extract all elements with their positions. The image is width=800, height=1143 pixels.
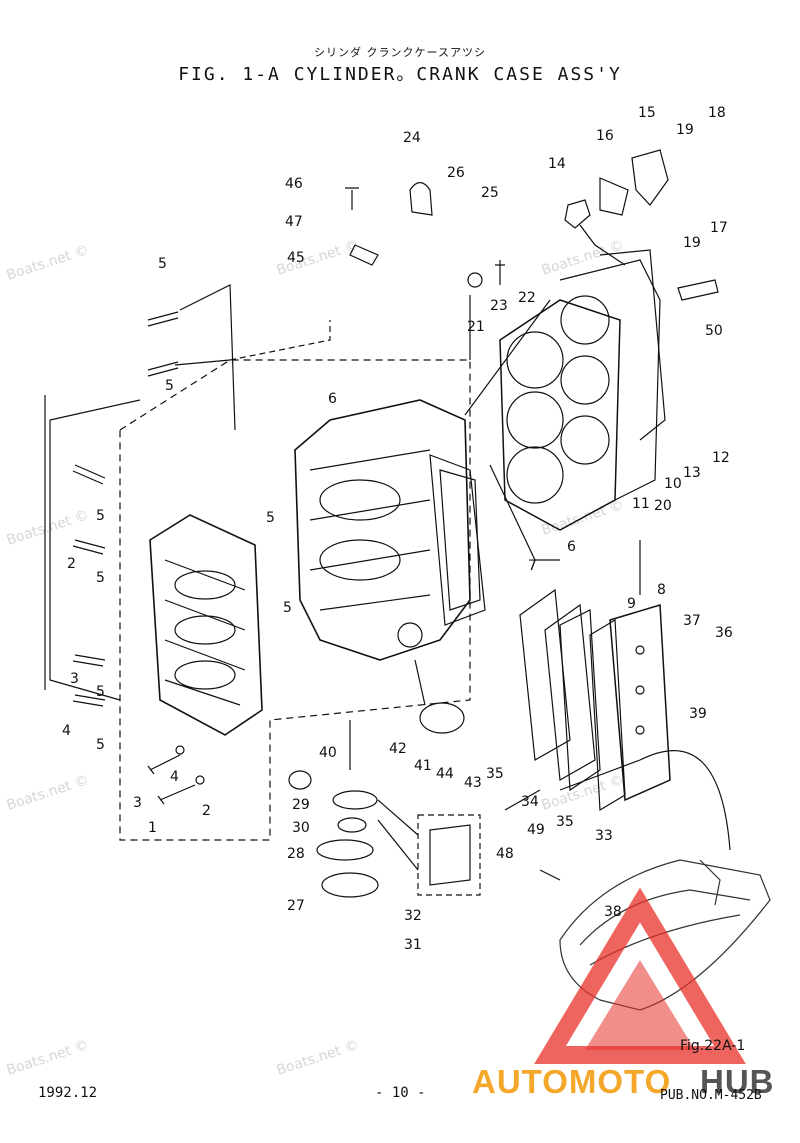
callout-5: 5 <box>283 600 292 616</box>
callout-47: 47 <box>285 214 303 230</box>
thermostat-cover <box>631 149 669 206</box>
callout-22: 22 <box>518 290 536 306</box>
bearing-29 <box>332 790 378 810</box>
callout-5: 5 <box>165 378 174 394</box>
callout-25: 25 <box>481 185 499 201</box>
sensor <box>677 279 719 301</box>
brand-text-auto: AUTOMOTO <box>472 1063 671 1100</box>
housing-27 <box>321 872 379 898</box>
callout-5: 5 <box>266 510 275 526</box>
callout-35: 35 <box>556 814 574 830</box>
callout-29: 29 <box>292 797 310 813</box>
callout-40: 40 <box>319 745 337 761</box>
footer-date: 1992.12 <box>38 1085 98 1101</box>
callout-28: 28 <box>287 846 305 862</box>
callout-8: 8 <box>657 582 666 598</box>
callout-33: 33 <box>595 828 613 844</box>
callout-24: 24 <box>403 130 421 146</box>
brand-logo: AUTOMOTO HUB <box>472 887 775 1100</box>
bolt-22 <box>495 260 505 285</box>
callout-30: 30 <box>292 820 310 836</box>
callout-17: 17 <box>710 220 728 236</box>
figure-ref-label: Fig.22A-1 <box>680 1038 745 1054</box>
callout-2: 2 <box>202 803 211 819</box>
callout-14: 14 <box>548 156 566 172</box>
callout-15: 15 <box>638 105 656 121</box>
cover-42 <box>419 702 465 734</box>
callout-12: 12 <box>712 450 730 466</box>
brand-text-hub: HUB <box>700 1063 775 1100</box>
callout-3: 3 <box>133 795 142 811</box>
thermostat <box>564 199 591 229</box>
callout-26: 26 <box>447 165 465 181</box>
thermostat-gasket <box>599 177 629 216</box>
cylinder-block-rear <box>149 514 263 736</box>
callout-4: 4 <box>62 723 71 739</box>
callout-3: 3 <box>70 671 79 687</box>
detail-box <box>417 814 481 896</box>
callout-37: 37 <box>683 613 701 629</box>
callout-44: 44 <box>436 766 454 782</box>
exhaust-cover-group <box>519 588 671 812</box>
callout-4: 4 <box>170 769 179 785</box>
footer-page-number: - 10 - <box>375 1085 426 1101</box>
callout-45: 45 <box>287 250 305 266</box>
pin-5 <box>147 311 179 327</box>
callout-2: 2 <box>67 556 76 572</box>
washer-21 <box>467 272 483 288</box>
callout-21: 21 <box>467 319 485 335</box>
callout-10: 10 <box>664 476 682 492</box>
bolt-46 <box>345 187 359 210</box>
callout-5: 5 <box>96 684 105 700</box>
callout-19: 19 <box>676 122 694 138</box>
footer-pub-number: PUB.NO.M-452B <box>660 1088 762 1103</box>
callout-5: 5 <box>96 570 105 586</box>
page-title: FIG. 1-A CYLINDER。CRANK CASE ASS'Y <box>178 64 622 85</box>
callout-38: 38 <box>604 904 622 920</box>
washer-30 <box>337 817 367 833</box>
o-ring-28 <box>316 839 374 861</box>
callout-18: 18 <box>708 105 726 121</box>
callout-49: 49 <box>527 822 545 838</box>
crank-case <box>294 399 486 661</box>
callout-36: 36 <box>715 625 733 641</box>
callout-6: 6 <box>567 539 576 555</box>
callout-9: 9 <box>627 596 636 612</box>
callout-11: 11 <box>632 496 650 512</box>
callout-50: 50 <box>705 323 723 339</box>
callout-20: 20 <box>654 498 672 514</box>
callout-19: 19 <box>683 235 701 251</box>
part-45 <box>349 244 379 266</box>
callout-13: 13 <box>683 465 701 481</box>
cylinder-head-gasket <box>499 249 666 531</box>
callout-7: 7 <box>528 558 537 574</box>
callout-43: 43 <box>464 775 482 791</box>
callout-34: 34 <box>521 794 539 810</box>
oil-seal-40 <box>288 770 312 790</box>
callout-1: 1 <box>148 820 157 836</box>
part-24 <box>409 181 433 216</box>
callout-42: 42 <box>389 741 407 757</box>
assembly-outline <box>119 359 471 841</box>
callout-32: 32 <box>404 908 422 924</box>
callout-48: 48 <box>496 846 514 862</box>
callout-41: 41 <box>414 758 432 774</box>
callout-35: 35 <box>486 766 504 782</box>
callout-5: 5 <box>96 508 105 524</box>
callout-5: 5 <box>158 256 167 272</box>
bolt-3 <box>147 754 181 775</box>
callout-31: 31 <box>404 937 422 953</box>
callout-23: 23 <box>490 298 508 314</box>
callout-46: 46 <box>285 176 303 192</box>
callout-5: 5 <box>96 737 105 753</box>
callout-39: 39 <box>689 706 707 722</box>
bolt-1 <box>157 784 196 805</box>
callout-27: 27 <box>287 898 305 914</box>
callout-16: 16 <box>596 128 614 144</box>
callout-6: 6 <box>328 391 337 407</box>
title-kana: シリンダ クランクケースアツシ <box>314 46 486 59</box>
